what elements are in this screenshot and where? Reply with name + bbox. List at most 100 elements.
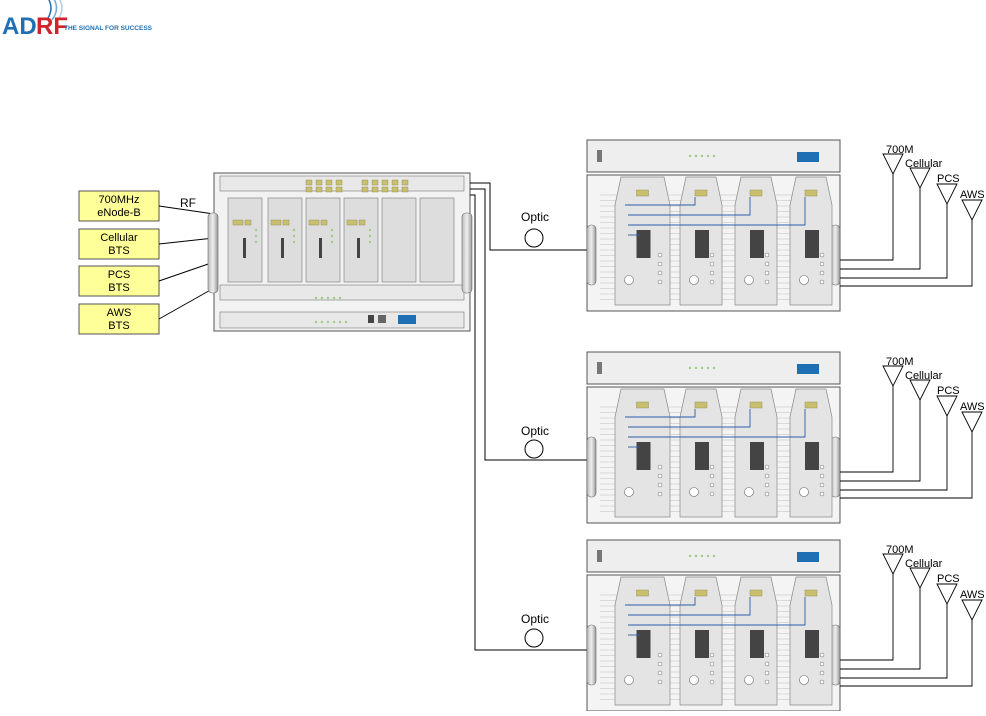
antenna-cable bbox=[840, 386, 893, 472]
fan-vent bbox=[690, 276, 699, 285]
rf-connector bbox=[695, 402, 707, 408]
source-label-line1: Cellular bbox=[100, 232, 138, 244]
port-connector bbox=[765, 662, 769, 666]
chassis-handle bbox=[462, 213, 472, 293]
antenna-cable bbox=[840, 188, 920, 269]
antenna-label: Cellular bbox=[905, 370, 943, 382]
antenna-cable bbox=[840, 204, 947, 278]
status-led bbox=[701, 555, 703, 557]
optic-label: Optic bbox=[521, 612, 549, 626]
status-led bbox=[695, 555, 697, 557]
fan-vent bbox=[745, 676, 754, 685]
fan-vent bbox=[745, 276, 754, 285]
antenna-icon bbox=[962, 600, 982, 620]
module-label-plate bbox=[750, 230, 764, 258]
head-end-unit bbox=[208, 173, 472, 331]
port-connector bbox=[765, 262, 769, 266]
module-label-plate bbox=[805, 230, 819, 258]
antenna-label: PCS bbox=[937, 573, 960, 585]
status-led bbox=[713, 555, 715, 557]
antenna-label: 700M bbox=[886, 144, 914, 156]
status-led bbox=[713, 155, 715, 157]
port-connector bbox=[710, 465, 714, 469]
chassis-handle bbox=[587, 225, 596, 285]
rf-connector bbox=[637, 590, 649, 596]
fan-vent bbox=[625, 488, 634, 497]
rf-connector bbox=[637, 402, 649, 408]
port-connector bbox=[658, 662, 662, 666]
remote-unit: 700MCellularPCSAWS bbox=[587, 140, 985, 311]
antenna-icon bbox=[962, 412, 982, 432]
antenna-icon bbox=[910, 168, 930, 188]
rf-connector bbox=[805, 590, 817, 596]
source-pcs-bts: PCS BTS bbox=[79, 266, 159, 296]
port-connector bbox=[710, 671, 714, 675]
port-connector bbox=[658, 262, 662, 266]
module-label-plate bbox=[695, 630, 709, 658]
port-connector bbox=[658, 271, 662, 275]
antenna-cable bbox=[840, 400, 920, 481]
port-connector bbox=[710, 280, 714, 284]
remote-logo-icon bbox=[797, 152, 819, 162]
port-connector bbox=[765, 483, 769, 487]
fan-vent bbox=[690, 676, 699, 685]
remote-logo-icon bbox=[797, 552, 819, 562]
port-connector bbox=[710, 262, 714, 266]
antenna-label: AWS bbox=[960, 589, 985, 601]
antenna-cable bbox=[840, 432, 972, 498]
antenna-icon bbox=[910, 568, 930, 588]
module-label-plate bbox=[750, 442, 764, 470]
fan-vent bbox=[625, 676, 634, 685]
port-connector bbox=[710, 253, 714, 257]
source-700mhz-enodeb: 700MHz eNode-B bbox=[79, 191, 159, 221]
status-led bbox=[695, 367, 697, 369]
status-led bbox=[707, 555, 709, 557]
status-led bbox=[689, 555, 691, 557]
antenna-icon bbox=[937, 584, 957, 604]
port-connector bbox=[765, 492, 769, 496]
port-connector bbox=[710, 680, 714, 684]
antenna-cable bbox=[840, 604, 947, 678]
chassis-logo-icon bbox=[398, 315, 416, 324]
port-connector bbox=[820, 253, 824, 257]
status-led bbox=[707, 155, 709, 157]
status-led bbox=[701, 367, 703, 369]
antenna-icon bbox=[962, 200, 982, 220]
chassis-handle bbox=[208, 213, 218, 293]
port-connector bbox=[658, 680, 662, 684]
port-connector bbox=[765, 653, 769, 657]
port-connector bbox=[765, 671, 769, 675]
fan-vent bbox=[800, 488, 809, 497]
source-label-line1: PCS bbox=[108, 269, 131, 281]
port-connector bbox=[820, 280, 824, 284]
port-connector bbox=[820, 671, 824, 675]
chassis-handle bbox=[587, 625, 596, 685]
source-label-line1: 700MHz bbox=[99, 194, 140, 206]
rf-connector bbox=[695, 190, 707, 196]
port-connector bbox=[765, 280, 769, 284]
source-label-line2: BTS bbox=[108, 245, 129, 257]
optic-connector-icon bbox=[525, 629, 543, 647]
port-connector bbox=[710, 662, 714, 666]
port-connector bbox=[820, 474, 824, 478]
antenna-label: AWS bbox=[960, 401, 985, 413]
adrf-logo: AD RF THE SIGNAL FOR SUCCESS bbox=[2, 0, 153, 40]
port-connector bbox=[820, 492, 824, 496]
port-connector bbox=[658, 474, 662, 478]
rf-connector bbox=[750, 402, 762, 408]
status-led bbox=[701, 155, 703, 157]
source-cellular-bts: Cellular BTS bbox=[79, 229, 159, 259]
status-led bbox=[707, 367, 709, 369]
port-connector bbox=[658, 492, 662, 496]
source-label-line2: eNode-B bbox=[97, 207, 140, 219]
port-connector bbox=[658, 653, 662, 657]
module-label-plate bbox=[637, 230, 651, 258]
port-connector bbox=[765, 680, 769, 684]
port-connector bbox=[765, 271, 769, 275]
port-connector bbox=[820, 680, 824, 684]
port-connector bbox=[765, 253, 769, 257]
rf-cables bbox=[159, 206, 214, 319]
source-aws-bts: AWS BTS bbox=[79, 304, 159, 334]
